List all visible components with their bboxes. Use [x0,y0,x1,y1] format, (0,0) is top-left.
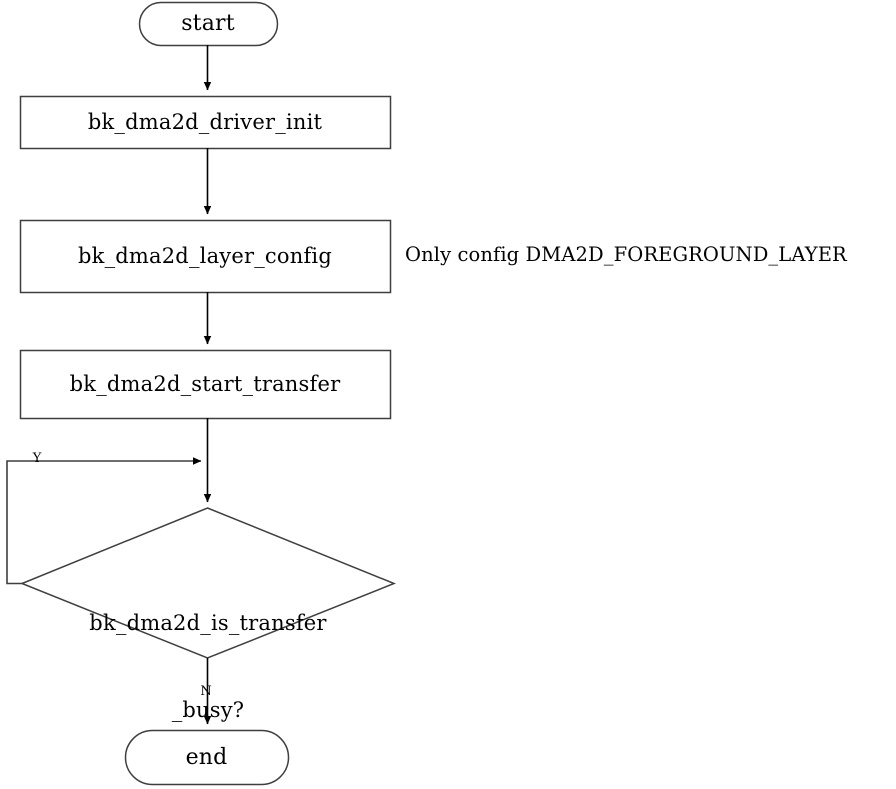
node-shape-is-transfer-busy[interactable] [19,507,397,659]
node-shape-start[interactable] [138,1,279,47]
node-shape-end[interactable] [124,729,290,786]
node-shape-driver-init[interactable] [19,95,392,150]
node-shape-layer-config[interactable] [19,219,392,294]
edge-decision-busy-loop [6,457,202,585]
node-shape-start-transfer[interactable] [19,349,392,420]
